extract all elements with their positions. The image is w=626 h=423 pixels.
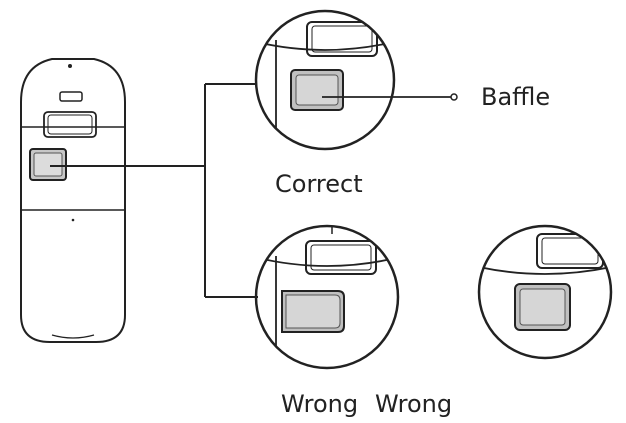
connector-lines xyxy=(50,83,258,298)
wrong-label-2: Wrong xyxy=(375,390,453,418)
baffle-label: Baffle xyxy=(481,83,551,111)
baffle-callout xyxy=(322,93,458,101)
wrong-label-1: Wrong xyxy=(281,390,359,418)
device-body xyxy=(20,58,126,343)
device-baffle xyxy=(29,148,67,181)
wrong-zoom-circle-2 xyxy=(477,224,613,360)
correct-label: Correct xyxy=(275,170,363,198)
wrong-zoom-circle-1 xyxy=(254,224,400,370)
correct-zoom-circle xyxy=(254,9,396,151)
